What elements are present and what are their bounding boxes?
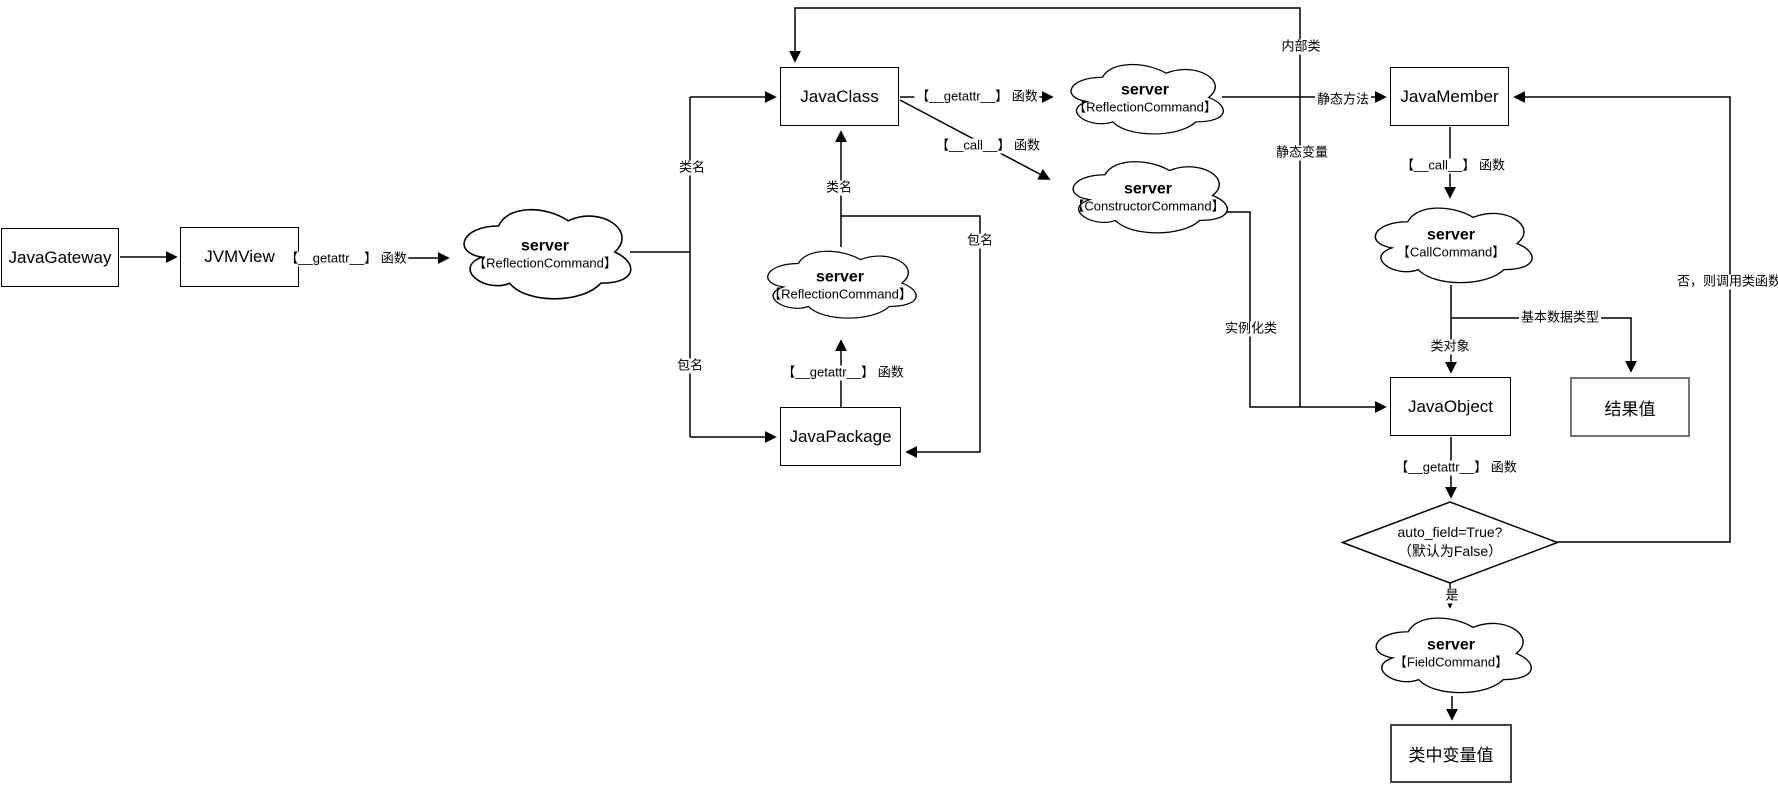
node-java-member-label: JavaMember (1400, 86, 1499, 106)
edge-decision-no-to-javamember (1513, 91, 1731, 543)
decision-text: auto_field=True? （默认为False） (1398, 523, 1503, 561)
edge-label-else-call: 否，则调用类函数 (1674, 274, 1778, 290)
cloud-call-text: server 【CallCommand】 (1397, 226, 1505, 261)
edge-label-call-class: 【__call__】 函数 (933, 137, 1043, 154)
cloud-call-subtitle: 【CallCommand】 (1396, 244, 1506, 260)
cloud-constructor-subtitle: 【ConstructorCommand】 (1071, 198, 1225, 214)
edge-label-getattr-object: 【__getattr__】 函数 (1393, 459, 1519, 476)
edge-reflection-left-split (630, 97, 691, 437)
node-java-gateway: JavaGateway (1, 228, 119, 287)
node-java-object-label: JavaObject (1407, 396, 1494, 416)
node-jvm-view: JVMView (180, 227, 299, 287)
node-result-value-label: 结果值 (1604, 399, 1656, 419)
node-java-object: JavaObject (1390, 377, 1511, 436)
cloud-field-text: server 【FieldCommand】 (1394, 636, 1508, 671)
edge-label-call-member: 【__call__】 函数 (1398, 157, 1508, 174)
cloud-reflection-mid-text: server 【ReflectionCommand】 (768, 268, 912, 303)
edge-call-cloud-to-resultvalue (1451, 317, 1637, 373)
cloud-reflection-left-text: server 【ReflectionCommand】 (473, 237, 617, 272)
edge-label-static-var: 静态变量 (1273, 144, 1331, 161)
cloud-reflection-top-title: server (1120, 81, 1170, 99)
edge-label-class-name-left: 类名 (676, 159, 708, 176)
edge-label-inner-class: 内部类 (1279, 38, 1323, 55)
edge-label-basic-type: 基本数据类型 (1518, 309, 1602, 326)
node-java-package: JavaPackage (780, 407, 901, 466)
edge-label-package-name-left: 包名 (674, 357, 706, 374)
cloud-reflection-mid-subtitle: 【ReflectionCommand】 (768, 286, 912, 302)
edge-label-class-name-mid: 类名 (823, 179, 855, 196)
edge-label-yes: 是 (1443, 587, 1461, 604)
node-class-var-value-label: 类中变量值 (1408, 746, 1494, 765)
edge-label-instantiate: 实例化类 (1222, 320, 1280, 337)
edge-feedback-innerclass-to-javaclass (789, 7, 1301, 407)
cloud-field-subtitle: 【FieldCommand】 (1393, 654, 1509, 670)
cloud-constructor-title: server (1123, 180, 1173, 198)
cloud-constructor-text: server 【ConstructorCommand】 (1071, 180, 1224, 215)
cloud-reflection-mid-title: server (815, 268, 865, 286)
node-java-package-label: JavaPackage (789, 426, 892, 446)
cloud-reflection-left-subtitle: 【ReflectionCommand】 (473, 255, 617, 271)
cloud-reflection-top-subtitle: 【ReflectionCommand】 (1073, 99, 1217, 115)
edge-label-getattr-jvmview: 【__getattr__】 函数 (283, 250, 409, 267)
cloud-reflection-left-title: server (520, 237, 570, 255)
node-java-class: JavaClass (780, 67, 899, 126)
cloud-field-title: server (1426, 636, 1476, 654)
edge-label-package-name-mid: 包名 (964, 232, 996, 249)
cloud-reflection-top-text: server 【ReflectionCommand】 (1073, 81, 1217, 116)
node-java-class-label: JavaClass (800, 86, 879, 106)
node-class-var-value: 类中变量值 (1390, 724, 1512, 783)
node-jvm-view-label: JVMView (204, 247, 275, 266)
decision-line2: （默认为False） (1397, 543, 1503, 559)
node-java-member: JavaMember (1390, 67, 1509, 126)
decision-diamond (1340, 501, 1560, 584)
edge-label-getattr-class: 【__getattr__】 函数 (914, 88, 1040, 105)
cloud-call-title: server (1426, 226, 1476, 244)
edge-label-getattr-package: 【__getattr__】 函数 (780, 364, 906, 381)
edge-javaclass-to-javapackage-branch (841, 215, 981, 458)
node-java-gateway-label: JavaGateway (8, 247, 112, 267)
edge-label-class-object: 类对象 (1428, 338, 1472, 355)
edge-label-static-method: 静态方法 (1314, 91, 1372, 108)
node-result-value: 结果值 (1570, 377, 1690, 437)
decision-line1: auto_field=True? (1397, 524, 1503, 541)
edge-constructor-to-javaobject (1225, 211, 1387, 413)
